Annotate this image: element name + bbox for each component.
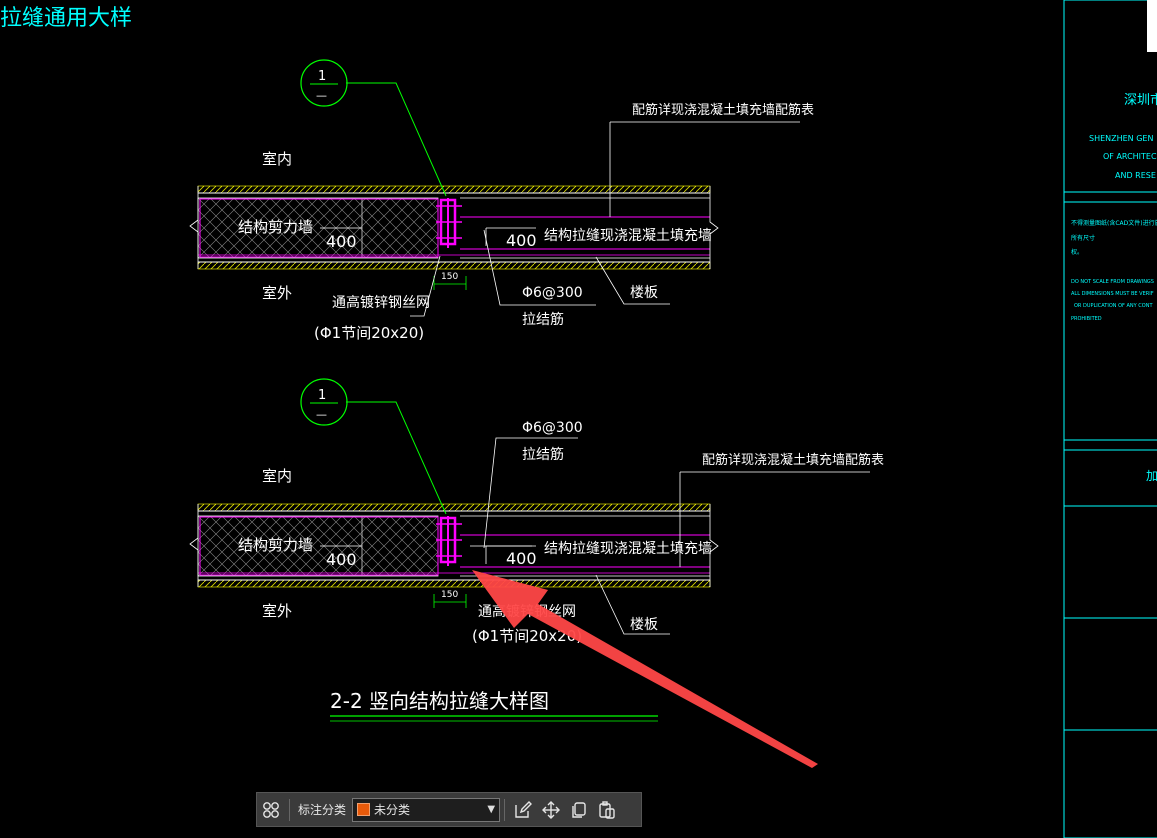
lower-cell-label: 加 bbox=[1146, 469, 1157, 483]
rebar-table-note: 配筋详现浇混凝土填充墙配筋表 bbox=[702, 452, 884, 468]
note-cn-2: 所有尺寸 bbox=[1071, 234, 1095, 242]
note-cn-1: 不得测量图纸(含CAD文件)进行施工，图 bbox=[1071, 219, 1157, 227]
dim-150: 150 bbox=[441, 272, 458, 282]
label-infill-wall: 结构拉缝现浇混凝土填充墙 bbox=[544, 541, 712, 557]
dim-thickness-right: 400 bbox=[506, 231, 537, 250]
move-icon[interactable] bbox=[537, 796, 565, 824]
label-slab: 楼板 bbox=[630, 285, 658, 301]
edit-icon[interactable] bbox=[509, 796, 537, 824]
mesh-label-2: (Φ1节间20x20) bbox=[314, 324, 424, 342]
tie-bar-spec: Φ6@300 bbox=[522, 285, 583, 301]
toolbar-divider bbox=[289, 798, 290, 821]
label-infill-wall: 结构拉缝现浇混凝土填充墙 bbox=[544, 228, 712, 244]
drawing-page-title: 拉缝通用大样 bbox=[0, 6, 132, 31]
tie-bar-name: 拉结筋 bbox=[522, 311, 564, 328]
dim-thickness-left: 400 bbox=[326, 232, 357, 251]
title-block: 深圳市建 SHENZHEN GEN OF ARCHITEC AND RESE 不… bbox=[1063, 0, 1157, 838]
label-interior: 室内 bbox=[262, 150, 292, 168]
company-name-cn: 深圳市建 bbox=[1124, 92, 1157, 108]
label-slab: 楼板 bbox=[630, 617, 658, 633]
note-cn-3: 权。 bbox=[1071, 248, 1083, 256]
label-shear-wall: 结构剪力墙 bbox=[238, 218, 313, 236]
callout-dash: — bbox=[316, 408, 327, 421]
label-interior: 室内 bbox=[262, 467, 292, 485]
callout-dash: — bbox=[316, 89, 327, 102]
callout-number: 1 bbox=[318, 69, 326, 84]
category-select[interactable]: 未分类 ▼ bbox=[352, 797, 501, 822]
tie-bar-spec: Φ6@300 bbox=[522, 420, 583, 436]
label-exterior: 室外 bbox=[262, 602, 292, 620]
detail-bottom: 1 — 配筋详现浇混凝土填充墙配筋表 Φ6@300 拉结筋 室内 室外 结构剪力… bbox=[188, 378, 884, 645]
dim-150: 150 bbox=[441, 590, 458, 600]
label-exterior: 室外 bbox=[262, 284, 292, 302]
mesh-label-2: (Φ1节间20x20) bbox=[472, 627, 582, 645]
grid-icon[interactable] bbox=[257, 796, 285, 824]
label-shear-wall: 结构剪力墙 bbox=[238, 536, 313, 554]
company-name-en-1: SHENZHEN GEN bbox=[1089, 134, 1153, 143]
rebar-table-note: 配筋详现浇混凝土填充墙配筋表 bbox=[632, 102, 814, 118]
category-label: 标注分类 bbox=[298, 803, 347, 817]
chevron-down-icon: ▼ bbox=[487, 804, 496, 815]
paste-icon[interactable] bbox=[593, 796, 621, 824]
company-name-en-2: OF ARCHITEC bbox=[1103, 152, 1157, 161]
mesh-label-1: 通高镀锌钢丝网 bbox=[332, 294, 430, 311]
note-en-4: PROHIBITED bbox=[1071, 316, 1102, 322]
company-name-en-3: AND RESE bbox=[1115, 171, 1156, 180]
copy-icon[interactable] bbox=[565, 796, 593, 824]
annotation-toolbar: 标注分类 未分类 ▼ bbox=[256, 792, 642, 827]
dim-thickness-left: 400 bbox=[326, 550, 357, 569]
dim-thickness-right: 400 bbox=[506, 549, 537, 568]
note-en-1: DO NOT SCALE FROM DRAWINGS bbox=[1071, 279, 1154, 285]
note-en-2: ALL DIMENSIONS MUST BE VERIF bbox=[1071, 291, 1154, 297]
category-color-swatch bbox=[357, 803, 371, 816]
tie-bar-name: 拉结筋 bbox=[522, 446, 564, 463]
note-en-3: OR DUPLICATION OF ANY CONT bbox=[1074, 303, 1153, 309]
section-title: 2-2 竖向结构拉缝大样图 bbox=[330, 689, 549, 713]
callout-number: 1 bbox=[318, 388, 326, 403]
detail-top: 1 — 配筋详现浇混凝土填充墙配筋表 室内 室外 结构剪力墙 400 400 结… bbox=[188, 59, 814, 342]
toolbar-divider bbox=[504, 798, 506, 821]
category-selected-value: 未分类 bbox=[374, 803, 411, 817]
annotation-arrow[interactable] bbox=[472, 570, 818, 768]
